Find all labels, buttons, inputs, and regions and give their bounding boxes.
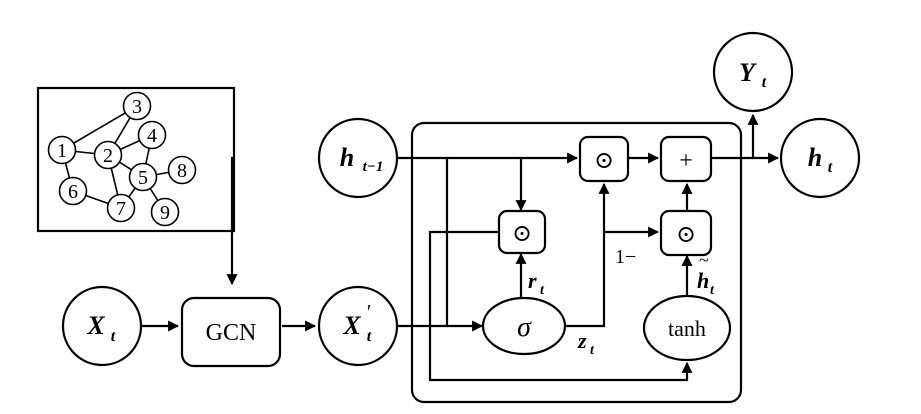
svg-text:t: t: [828, 159, 833, 176]
svg-text:Y: Y: [739, 58, 757, 87]
svg-text:4: 4: [147, 125, 157, 147]
graph-node-4: 4: [137, 120, 167, 150]
svg-text:X: X: [342, 311, 361, 340]
svg-text:1: 1: [57, 140, 67, 162]
graph-node-8: 8: [167, 155, 197, 185]
svg-text:z: z: [577, 328, 587, 353]
gru-cell-frame: [410, 121, 743, 404]
svg-text:r: r: [528, 268, 537, 293]
svg-text:⊙: ⊙: [676, 222, 696, 248]
svg-text:2: 2: [103, 145, 113, 167]
svg-text:t−1: t−1: [363, 159, 384, 175]
svg-text:σ: σ: [517, 312, 532, 343]
svg-text:1−: 1−: [615, 246, 636, 268]
reset-odot-op: ⊙: [497, 209, 547, 255]
graph-node-6: 6: [58, 176, 88, 206]
update-odot-op: ⊙: [578, 135, 630, 183]
svg-text:6: 6: [68, 181, 78, 203]
graph-node-7: 7: [106, 193, 136, 223]
tanh-gate: tanh: [642, 294, 732, 362]
input-x-t: X t: [61, 285, 143, 367]
svg-text:X: X: [86, 311, 105, 340]
svg-text:′: ′: [367, 301, 371, 323]
svg-text:t: t: [590, 343, 595, 358]
svg-text:h: h: [697, 268, 709, 293]
svg-text:~: ~: [699, 250, 709, 270]
graph-node-5: 5: [128, 162, 158, 192]
label-z-t: z t: [577, 328, 595, 358]
candidate-odot-op: ⊙: [659, 209, 713, 257]
svg-text:tanh: tanh: [668, 316, 706, 341]
svg-text:8: 8: [177, 160, 187, 182]
sigma-gate: σ: [481, 296, 567, 356]
svg-text:h: h: [340, 143, 354, 172]
gcn-output-x-prime: X t ′: [317, 285, 399, 367]
svg-text:t: t: [111, 328, 116, 345]
svg-text:t: t: [367, 328, 372, 345]
hidden-h-t: h t: [779, 117, 861, 199]
label-one-minus: 1−: [615, 246, 636, 268]
output-y-t: Y t: [712, 31, 794, 113]
graph-node-2: 2: [93, 140, 123, 170]
graph-node-9: 9: [150, 197, 180, 227]
svg-text:t: t: [540, 283, 545, 298]
svg-text:⊙: ⊙: [594, 148, 614, 174]
svg-text:7: 7: [116, 198, 126, 220]
connectors: [141, 113, 780, 382]
plus-op: +: [659, 135, 713, 183]
svg-text:5: 5: [138, 167, 148, 189]
prev-hidden-h-t-minus-1: h t−1: [317, 117, 399, 199]
svg-text:⊙: ⊙: [512, 221, 532, 247]
svg-text:3: 3: [132, 96, 142, 118]
graph-box: 1 2 3 4 5 6 7 8: [36, 86, 236, 233]
svg-text:h: h: [808, 143, 822, 172]
svg-text:t: t: [710, 283, 715, 298]
svg-text:t: t: [762, 74, 767, 91]
label-h-tilde-t: ~ h t: [697, 250, 715, 298]
graph-node-1: 1: [47, 135, 77, 165]
svg-text:9: 9: [160, 202, 170, 224]
svg-text:GCN: GCN: [206, 320, 257, 346]
svg-text:+: +: [679, 148, 693, 174]
label-r-t: r t: [528, 268, 545, 298]
graph-node-3: 3: [122, 91, 152, 121]
gcn-block: GCN: [180, 296, 282, 368]
